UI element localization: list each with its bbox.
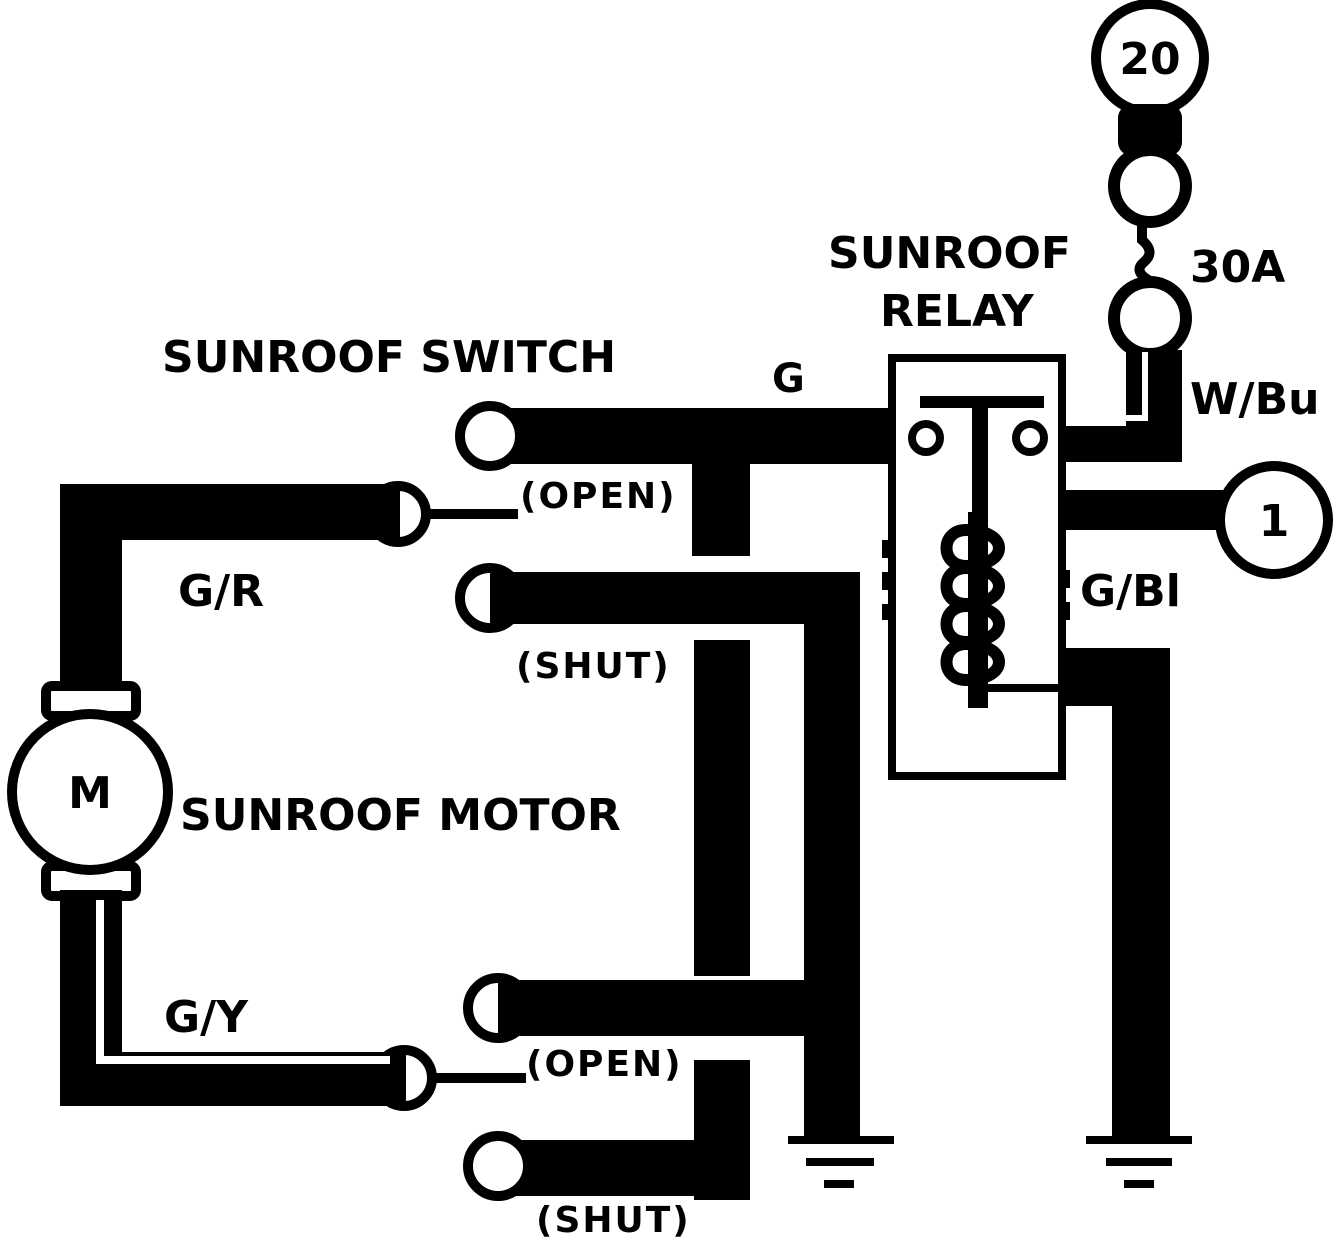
wire-w-bu-stripe	[1074, 352, 1148, 421]
wire-shut-upper-horizontal	[490, 572, 860, 624]
wire-w-bu: W/Bu	[1060, 350, 1319, 462]
wire-shut-upper-vertical	[804, 572, 860, 1142]
sunroof-relay: SUNROOF RELAY	[828, 228, 1071, 780]
motor-title: SUNROOF MOTOR	[180, 790, 621, 841]
relay-title-line1: SUNROOF	[828, 228, 1071, 279]
switch-open-lower-label: (OPEN)	[526, 1044, 683, 1085]
switch-terminal-common-upper	[455, 401, 525, 471]
wire-g-r-label: G/R	[178, 566, 264, 617]
relay-title-line2: RELAY	[880, 286, 1035, 337]
switch-open-upper-label: (OPEN)	[520, 476, 677, 517]
motor-body	[7, 709, 173, 875]
wire-g-horizontal	[490, 408, 892, 464]
wire-g-drop	[692, 408, 750, 556]
connector-1-label: 1	[1259, 496, 1290, 547]
switch-terminal-shut-lower	[463, 1131, 533, 1201]
relay-box	[888, 354, 1066, 780]
wire-shut-lower-horizontal	[498, 1140, 750, 1196]
relay-ground-symbol	[1086, 1136, 1192, 1188]
connector-1-group: 1 G/Bl	[1066, 461, 1333, 617]
wire-g-bl-label: G/Bl	[1080, 566, 1181, 617]
relay-coil-winding	[940, 524, 1005, 687]
relay-ground-wire	[1066, 648, 1192, 1188]
sunroof-motor-group: G/R M SUNROOF MOTOR G/Y	[7, 484, 621, 1106]
fuse-terminal-bottom	[1108, 276, 1192, 360]
wire-to-connector-1	[1066, 490, 1234, 530]
fuse-20: 20 30A	[1091, 0, 1285, 360]
motor-letter: M	[68, 768, 112, 819]
fuse-rating-label: 30A	[1190, 242, 1285, 293]
switch-shut-lower-label: (SHUT)	[536, 1200, 691, 1240]
switch-title: SUNROOF SWITCH	[162, 332, 616, 383]
fuse-number-label: 20	[1119, 34, 1180, 85]
relay-contact-right	[1012, 420, 1048, 456]
wire-lower-common	[498, 980, 808, 1036]
wire-w-bu-label: W/Bu	[1190, 374, 1319, 425]
relay-ground-vertical	[1112, 648, 1170, 1142]
fuse-terminal-top	[1108, 144, 1192, 228]
wire-w-bu-horizontal	[1060, 426, 1182, 462]
relay-contact-left	[908, 420, 944, 456]
connector-1-circle	[1215, 461, 1333, 579]
wire-g-label: G	[772, 356, 805, 402]
wire-g-y-stripe	[96, 900, 390, 1064]
wire-g-y-label: G/Y	[164, 992, 249, 1043]
switch-common-bus	[694, 640, 750, 976]
switch-ground-symbol	[788, 1136, 894, 1188]
sunroof-switch: SUNROOF SWITCH G (OPEN) (SHUT) (OPEN) (S…	[162, 332, 894, 1240]
fuse-element	[1134, 222, 1155, 287]
fuse-link-top	[1118, 104, 1182, 156]
relay-contact-post	[972, 396, 988, 516]
wire-g-r-vertical	[60, 484, 122, 694]
switch-shut-upper-label: (SHUT)	[516, 646, 671, 687]
